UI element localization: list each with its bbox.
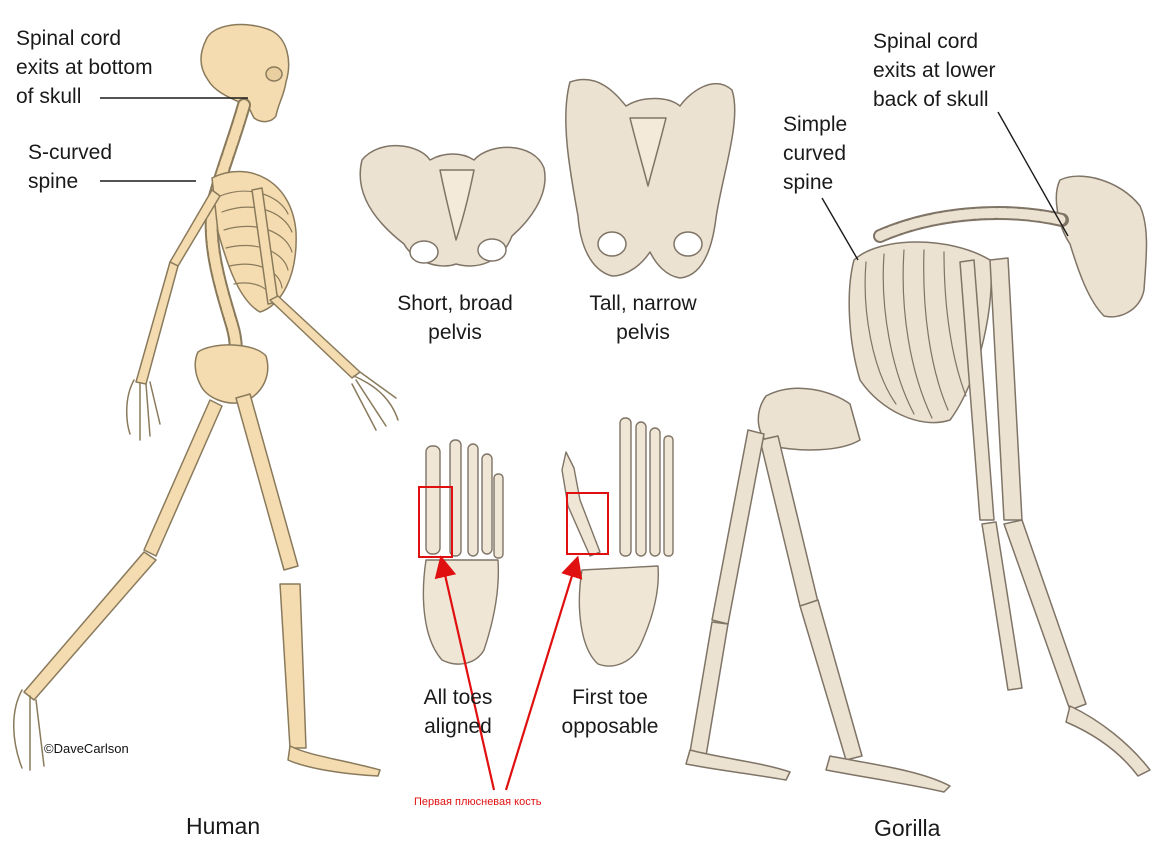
human-foot-front (287, 745, 381, 777)
label-short-broad-pelvis: Short, broad pelvis (397, 292, 513, 344)
gorilla-foot (561, 417, 674, 667)
gorilla-ribs (864, 249, 967, 419)
gorilla-humerus-front (989, 257, 1023, 521)
label-spinal-cord-human: Spinal cord exits at bottom of skull (16, 27, 153, 108)
human-femur-front (235, 393, 299, 571)
human-pelvis-bone (194, 344, 269, 404)
highlight-box-gorilla-metatarsal (566, 492, 609, 555)
gorilla-foot-front (825, 755, 951, 793)
gorilla-tibia-front (799, 599, 863, 761)
caption-gorilla: Gorilla (874, 815, 941, 841)
gorilla-tibia-back (689, 621, 729, 757)
label-tall-narrow-pelvis: Tall, narrow pelvis (589, 292, 697, 344)
leader-line-simple-curved-spine (821, 197, 859, 261)
human-forearm-back (135, 261, 179, 385)
gorilla-vertebrae (875, 208, 1067, 241)
human-hand-back (126, 379, 161, 441)
gorilla-skeleton (685, 175, 1151, 793)
gorilla-skull (1055, 175, 1148, 318)
label-simple-curved-spine: Simple curved spine (783, 113, 848, 194)
leader-line-spinal-cord-gorilla (997, 111, 1069, 237)
label-first-toe-opposable: First toe opposable (561, 686, 659, 738)
gorilla-pelvis-bone (757, 387, 861, 451)
human-hand-front (351, 371, 399, 431)
human-forearm-front (269, 295, 361, 379)
human-foot-back (13, 689, 45, 771)
arrow-to-gorilla-metatarsal (504, 555, 583, 791)
gorilla-forearm-back (981, 521, 1023, 691)
gorilla-forearm-front (1003, 519, 1087, 711)
label-spinal-cord-gorilla: Spinal cord exits at lower back of skull (873, 30, 996, 111)
gorilla-foot-back (685, 749, 791, 781)
copyright-notice: ©DaveCarlson (44, 741, 129, 756)
gorilla-femur-back (711, 429, 765, 625)
human-tibia-front (279, 583, 307, 749)
annotation-first-metatarsal: Первая плюсневая кость (414, 796, 542, 808)
human-tibia-back (23, 551, 157, 701)
human-skull (200, 23, 290, 123)
arrow-to-human-metatarsal (434, 555, 496, 791)
human-skeleton (13, 23, 399, 777)
red-annotations (418, 486, 609, 791)
label-all-toes-aligned: All toes aligned (423, 686, 493, 738)
gorilla-ribcage (848, 241, 992, 424)
caption-human: Human (186, 813, 261, 839)
human-femur-back (143, 399, 223, 557)
gorilla-femur-front (759, 435, 819, 607)
label-s-curved-spine: S-curved spine (28, 141, 113, 193)
gorilla-humerus-back (959, 259, 995, 521)
gorilla-hand-front (1065, 705, 1151, 777)
leader-lines (100, 97, 1069, 261)
human-foot (422, 439, 504, 665)
human-pelvis (359, 145, 546, 267)
gorilla-pelvis (565, 78, 736, 279)
human-eye-socket (265, 66, 283, 82)
